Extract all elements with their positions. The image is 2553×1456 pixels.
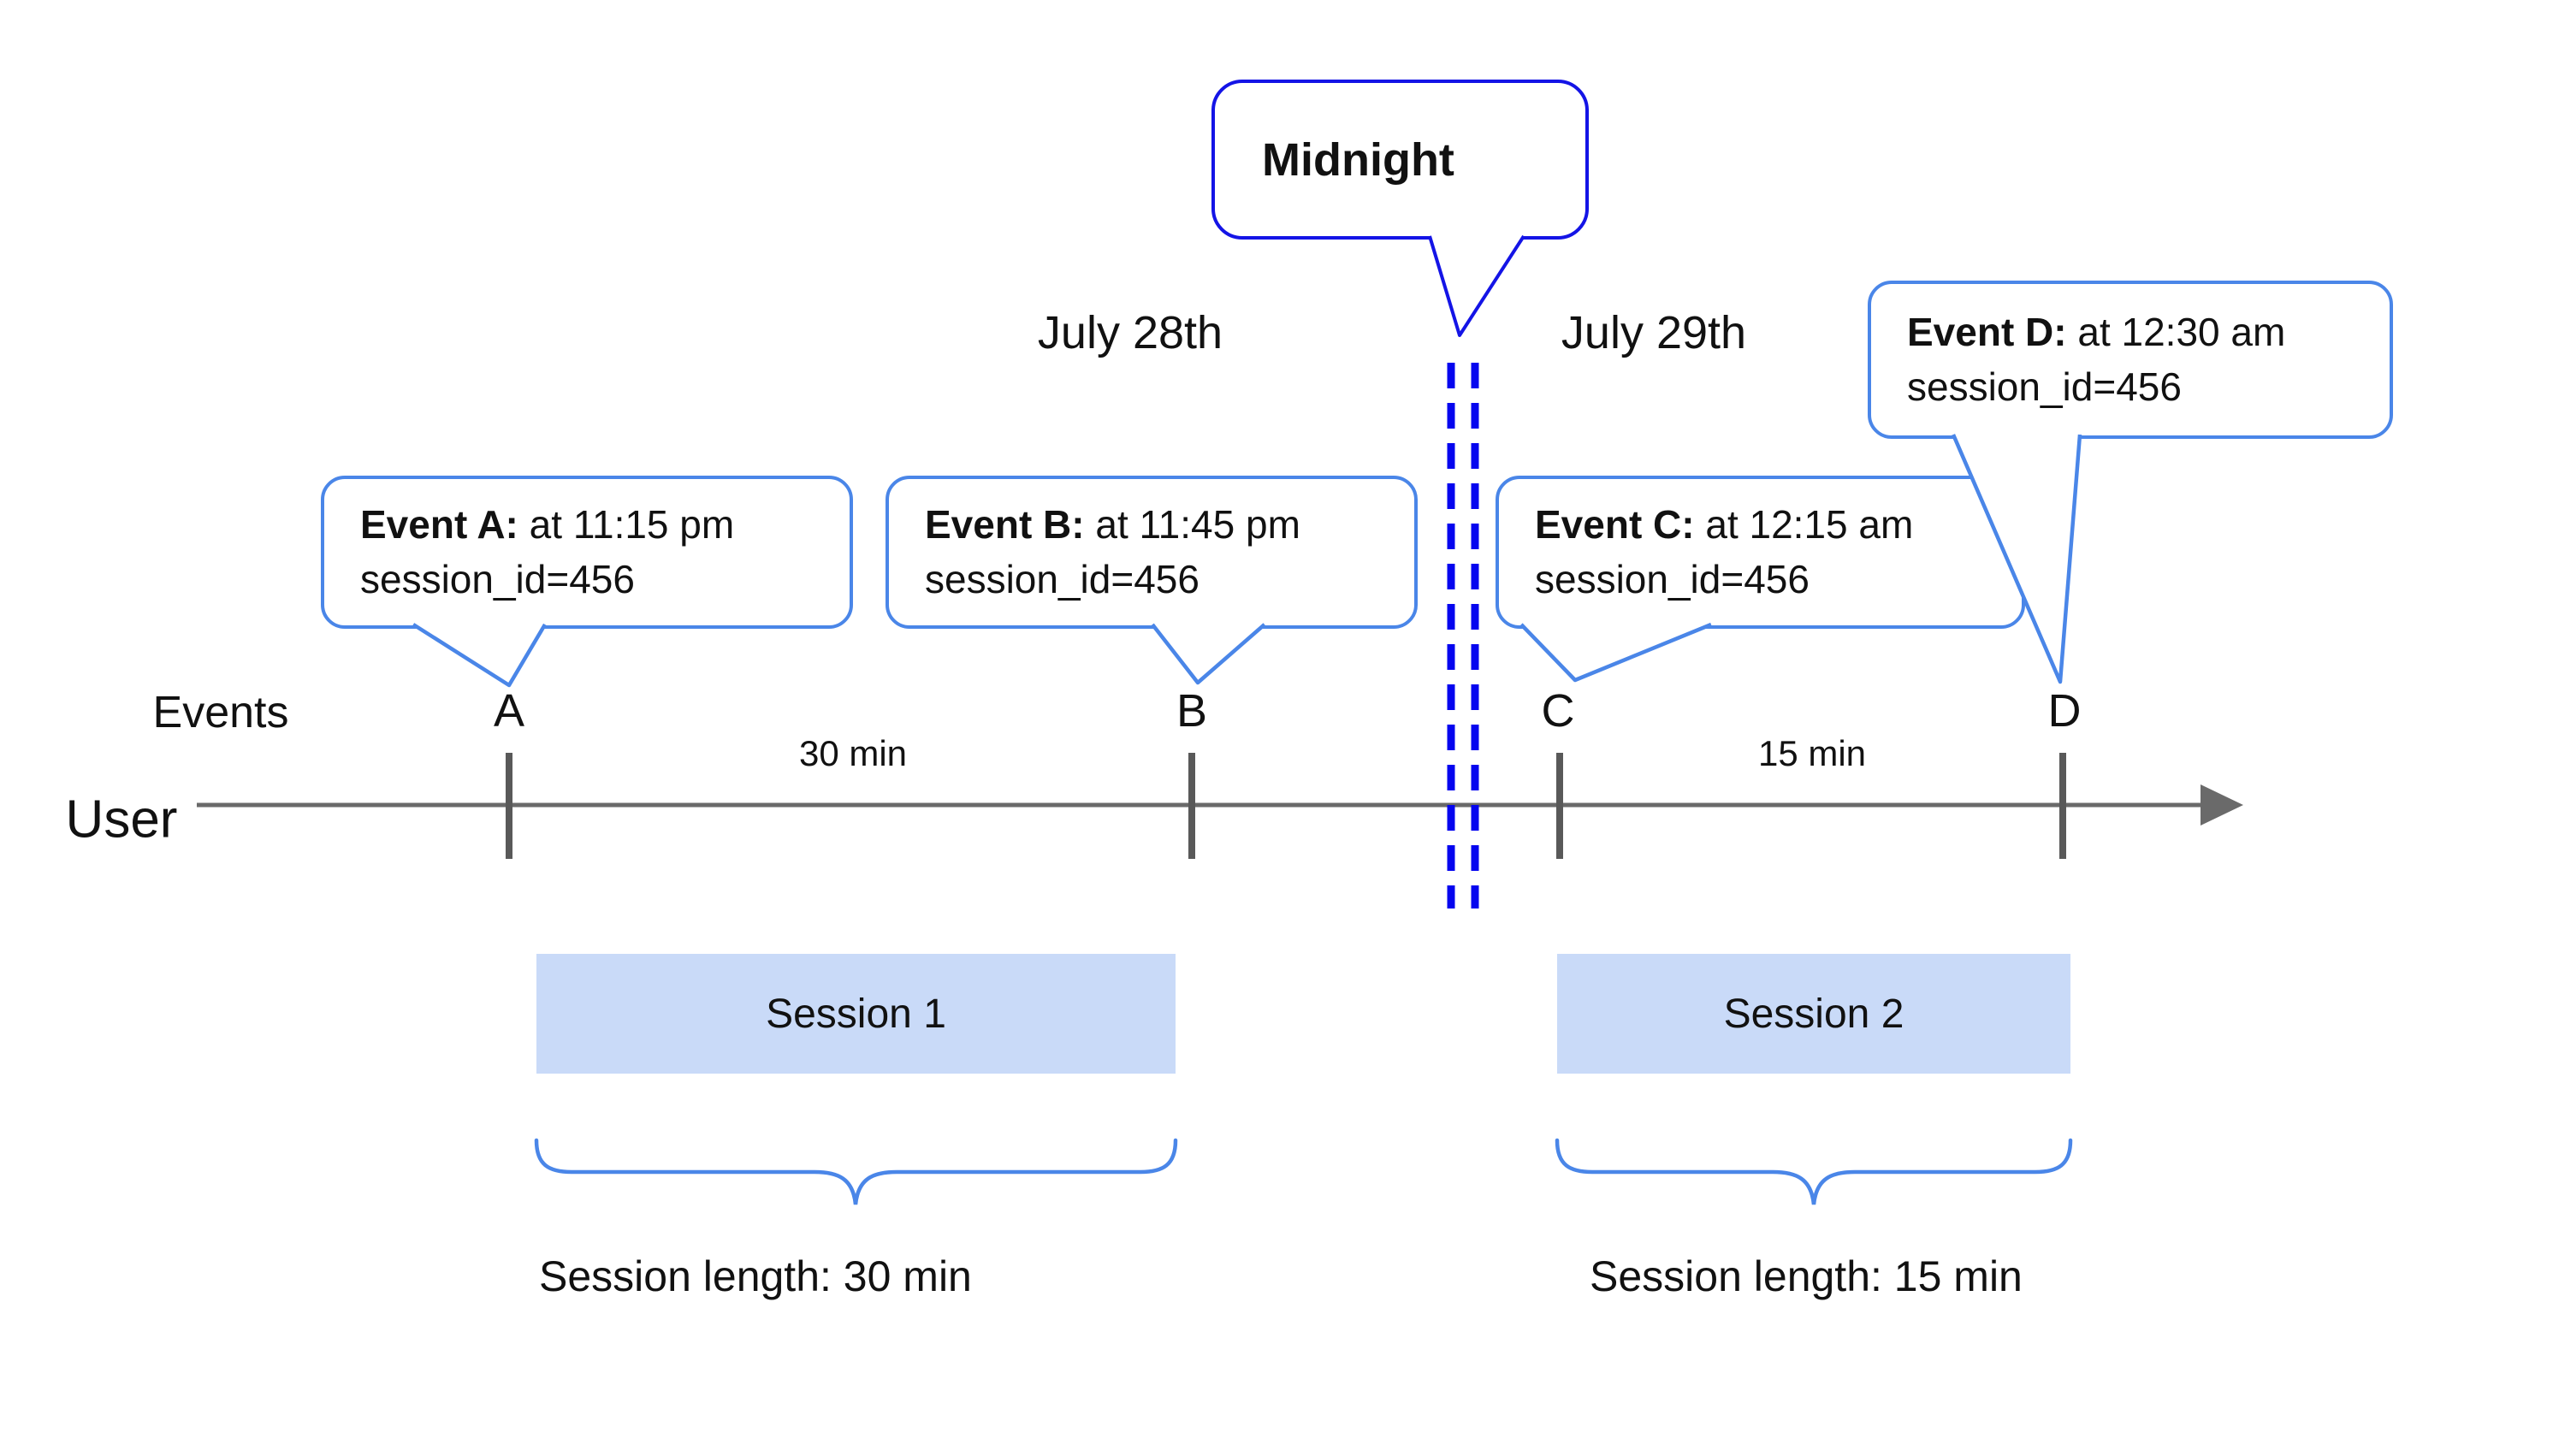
session-2-box: Session 2 bbox=[1557, 954, 2070, 1074]
event-b-bold: Event B: bbox=[925, 502, 1085, 547]
event-a-bubble-line1: Event A: at 11:15 pm bbox=[360, 498, 841, 552]
event-a-bubble-line2: session_id=456 bbox=[360, 556, 635, 601]
event-b-time: at 11:45 pm bbox=[1084, 502, 1300, 547]
user-axis-label: User bbox=[65, 790, 178, 849]
event-d-time: at 12:30 am bbox=[2066, 310, 2286, 355]
timeline-arrowhead-icon bbox=[2201, 784, 2243, 826]
session-1-label: Session 1 bbox=[766, 991, 946, 1037]
session-1-brace bbox=[534, 1138, 1178, 1205]
tick-label-d: D bbox=[2047, 685, 2082, 737]
session-1-length-label: Session length: 30 min bbox=[539, 1252, 972, 1300]
tick-label-b: B bbox=[1176, 685, 1208, 737]
events-axis-label: Events bbox=[152, 688, 289, 737]
midnight-label: Midnight bbox=[1262, 133, 1454, 186]
date-label-july-29: July 29th bbox=[1561, 307, 1747, 358]
event-c-bubble-line1: Event C: at 12:15 am bbox=[1535, 498, 2013, 552]
event-d-bubble: Event D: at 12:30 am session_id=456 bbox=[1868, 281, 2393, 439]
date-label-july-28: July 28th bbox=[1037, 307, 1223, 358]
event-b-bubble-tail bbox=[1151, 623, 1266, 685]
event-b-bubble: Event B: at 11:45 pm session_id=456 bbox=[886, 476, 1418, 629]
interval-label-30min: 30 min bbox=[798, 733, 908, 773]
event-c-time: at 12:15 am bbox=[1694, 502, 1914, 547]
event-a-bubble-tail bbox=[412, 623, 547, 688]
event-d-bubble-line2: session_id=456 bbox=[1907, 364, 2182, 409]
event-c-bubble: Event C: at 12:15 am session_id=456 bbox=[1496, 476, 2025, 629]
event-b-bubble-line1: Event B: at 11:45 pm bbox=[925, 498, 1406, 552]
event-c-bubble-line2: session_id=456 bbox=[1535, 556, 1810, 601]
event-c-bold: Event C: bbox=[1535, 502, 1695, 547]
event-a-bubble: Event A: at 11:15 pm session_id=456 bbox=[321, 476, 853, 629]
tick-label-c: C bbox=[1541, 685, 1575, 737]
interval-label-15min: 15 min bbox=[1757, 733, 1867, 773]
session-2-length-label: Session length: 15 min bbox=[1590, 1252, 2023, 1300]
session-1-box: Session 1 bbox=[536, 954, 1176, 1074]
event-a-bold: Event A: bbox=[360, 502, 518, 547]
session-2-brace bbox=[1555, 1138, 2073, 1205]
midnight-bubble: Midnight bbox=[1211, 80, 1589, 240]
event-c-bubble-tail bbox=[1519, 622, 1712, 683]
event-d-bubble-line1: Event D: at 12:30 am bbox=[1907, 305, 2381, 359]
event-b-bubble-line2: session_id=456 bbox=[925, 556, 1199, 601]
session-2-label: Session 2 bbox=[1723, 991, 1904, 1037]
event-d-bold: Event D: bbox=[1907, 310, 2067, 355]
event-a-time: at 11:15 pm bbox=[518, 502, 735, 547]
midnight-bubble-tail bbox=[1428, 234, 1525, 337]
tick-label-a: A bbox=[493, 685, 525, 737]
